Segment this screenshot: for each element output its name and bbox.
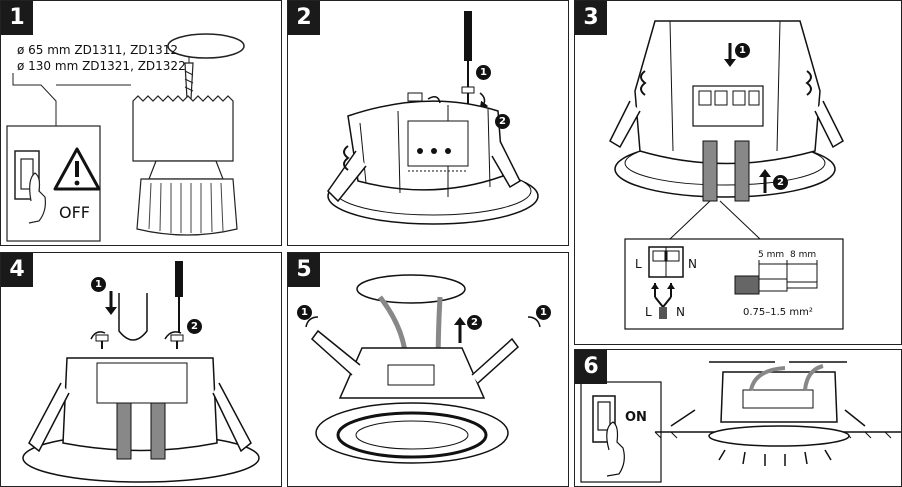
marker-2: 2 (495, 114, 510, 129)
step-6-drawing (580, 361, 901, 483)
step-3-drawing (609, 20, 844, 330)
step-2-drawing (327, 11, 539, 225)
wire-n-label: N (676, 305, 685, 319)
step-badge: 2 (288, 1, 320, 35)
step-2-panel: 1 2 2 (287, 0, 569, 246)
step-4-drawing (22, 261, 260, 483)
on-label: ON (625, 410, 647, 425)
step-1-drawing (6, 33, 245, 242)
terminal-l-label: L (635, 257, 642, 271)
size-label-130mm: ø 130 mm ZD1321, ZD1322 (17, 59, 186, 73)
marker-1: 1 (476, 65, 491, 80)
warning-icon (53, 147, 101, 191)
wire-gauge-label: 0.75–1.5 mm² (743, 307, 813, 318)
marker-2: 2 (773, 175, 788, 190)
step-6-panel: ON 6 (574, 349, 902, 487)
marker-2: 2 (467, 315, 482, 330)
step-badge: 1 (1, 1, 33, 35)
wire-l-label: L (645, 305, 652, 319)
terminal-n-label: N (688, 257, 697, 271)
marker-2: 2 (187, 319, 202, 334)
size-label-65mm: ø 65 mm ZD1311, ZD1312 (17, 43, 179, 57)
strip-5mm-label: 5 mm (758, 250, 785, 260)
step-3-panel: 1 2 L N L N 5 mm 8 mm 0.75–1.5 mm² 3 (574, 0, 902, 345)
step-5-drawing (305, 274, 541, 464)
step-1-panel: ø 65 mm ZD1311, ZD1312 ø 130 mm ZD1321, … (0, 0, 282, 246)
marker-1: 1 (91, 277, 106, 292)
marker-1-right: 1 (536, 305, 551, 320)
step-badge: 6 (575, 350, 607, 384)
marker-1: 1 (735, 43, 750, 58)
step-5-panel: 1 2 1 5 (287, 252, 569, 487)
step-badge: 4 (1, 253, 33, 287)
step-4-panel: 1 2 4 (0, 252, 282, 487)
step-badge: 5 (288, 253, 320, 287)
marker-1-left: 1 (297, 305, 312, 320)
strip-8mm-label: 8 mm (790, 250, 817, 260)
off-label: OFF (59, 203, 90, 222)
step-badge: 3 (575, 1, 607, 35)
